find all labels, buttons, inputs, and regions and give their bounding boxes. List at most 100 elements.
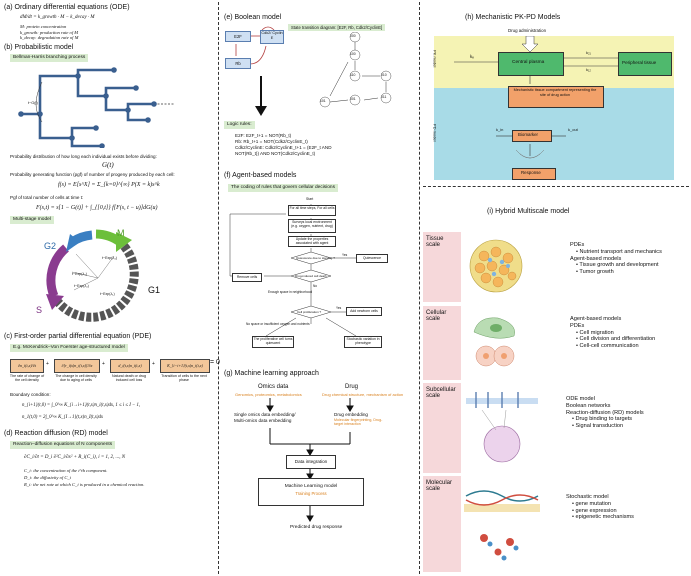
abm-no-1: No [313,284,318,288]
scale-cellular: Cellular scale [423,306,461,380]
abm-space: Enough space in neighborhood [268,290,313,294]
pde-op-2: + [102,361,105,367]
tissue-line-4: • Tissue growth and development [576,262,659,269]
training-label: Training Process [295,491,327,496]
pde-example-label: E.g. McKendrick–Von Foerster age-structu… [10,344,128,352]
rd-def-2: D_i: the diffusivity of C_i [24,475,71,480]
abm-flowchart-connectors [229,204,357,337]
subcellular-line-4: • Drug binding to targets [572,416,633,423]
cellular-models: Agent-based models PDEs • Cell migration… [570,316,655,350]
section-f-title: (f) Agent-based models [224,172,297,179]
state-100: 100 [350,52,356,56]
node-cdk2: Cdk2/ Cyclin E [260,30,284,44]
prob-eq-3: F(s,t) = s[1 − G(t)] + ∫_{[0,t]} f[F(s, … [36,205,158,211]
drug-title: Drug [345,384,359,390]
bellman-harris-label: Bellman-Harris branching process [10,54,89,62]
abm-update: Update the properties associated with ag… [288,236,336,247]
tissue-illustration [469,239,523,293]
pde-label-2: The change in cell density due to aging … [55,374,97,383]
std-label: State transition diagram: [E2F, Rb, Cdk2… [288,24,386,31]
tissue-models: PDEs • Nutrient transport and mechanics … [570,242,662,276]
section-a-title: (a) Ordinary differential equations (ODE… [4,4,130,11]
rd-def-3: R_i: the net rate at which C_i is produc… [24,482,145,487]
response-label: Response [521,170,541,175]
section-d-title: (d) Reaction diffusion (RD) model [4,430,108,437]
rd-def-1: C_i: the concentration of the i^th compo… [24,468,108,473]
state-transition-diagram [319,32,392,108]
subcellular-line-3: Reaction-diffusion (RD) models [566,409,644,416]
multistage-label: Multi-stage model [10,216,54,224]
phase-m: M [117,228,125,238]
boundary-label: Boundary condition: [10,392,51,397]
state-101: 101 [320,99,326,103]
phase-g2: G2 [44,241,57,251]
cellular-line-1: Agent-based models [570,316,622,322]
ml-model-box: Machine Learning model Training Process [258,478,364,506]
state-001: 001 [350,97,356,101]
central-plasma-box [498,52,564,76]
abm-remove: Remove cells [232,273,262,282]
divider-right [419,2,420,574]
k21-label: k₂₁ [586,50,591,55]
prob-text-1: Probability distribution of how long eac… [10,154,157,159]
node-rb: Rb [225,58,251,69]
k12-label: k₁₂ [586,67,591,72]
tree-time-label: t~G(t) [28,101,38,105]
tissue-line-2: • Nutrient transport and mechanics [576,248,662,255]
ke-label: kₑ [470,54,474,59]
rd-label: Reaction–diffusion equations of N compon… [10,441,116,449]
ml-arrows [266,398,354,522]
abm-nospace: No space or insufficient oxygen and nutr… [246,322,310,326]
ode-def-1: M: protein concentration [20,24,67,29]
abm-turns: The proliferative cell turns quiescent [252,336,294,348]
response-box [512,168,556,180]
pde-term-2: ∂[r_i(x)n_i(t,x)]/∂x [54,359,100,373]
pde-op-1: + [46,361,49,367]
branching-tree-diagram [18,67,174,148]
ode-equation: dM/dt = k_growth · M − k_decay · M [20,15,95,20]
drug-embed: Drug embedding [334,412,368,417]
molecular-models: Stochastic model • gene mutation • gene … [566,494,634,521]
prob-eq-1: G(t) [102,161,114,169]
cellular-line-5: • Cell-cell communication [576,343,639,350]
phase-g1: G1 [148,285,161,295]
molecular-line-1: Stochastic model [566,494,609,500]
subcellular-models: ODE model Boolean networks Reaction-diff… [566,396,644,430]
biomarker-label: Biomarker [518,132,539,137]
state-110: 110 [350,73,356,77]
scale-tissue: Tissue scale [423,232,461,302]
boolean-network [235,26,275,65]
boundary-eq-2: n_1(t,0) = 2∫_0^∞ K_{I→1}(t,x)n_I(t,x)dx [22,415,103,420]
rd-equation: ∂C_i/∂t = D_i ∂²C_i/∂x² + R_i(C_i), i = … [24,455,126,460]
node-e2f: E2F [225,31,251,42]
section-g-title: (g) Machine learning approach [224,370,319,377]
prob-text-3: Pgf of total number of cells at time t: [10,195,84,200]
molecular-line-4: • epigenetic mechanisms [572,514,634,521]
pde-label-4: Transition of cells to the next phase [161,374,207,383]
omics-sub: Genomics, proteomics, metabolomics [235,392,302,397]
state-011: 011 [381,95,387,99]
abm-quiescence: Quiescence [356,254,388,263]
pde-op-4: = 0 [210,359,220,366]
abm-death-q: Drug-induced cell death [295,274,327,278]
drug-embed-sub: Molecular fingerprinting, Drug-target in… [334,418,383,426]
subcellular-line-5: • Signal transduction [572,423,624,430]
biomarker-box [512,130,552,142]
abm-loop: For all time steps, For all cells [288,205,336,216]
phase-time-2: t~Exp(λ₂) [74,284,89,288]
abm-quiescence-q: Quiescence due to starving ? [296,256,335,260]
kout-label: k_out [568,127,578,132]
pde-op-3: + [152,361,155,367]
omics-embed-2: Multi-omics data embedding [234,418,292,423]
cellular-line-2: PDEs [570,322,585,329]
abm-stoch: Stochastic variation in phenotype [344,336,382,348]
rule-3: Cdk2/CyclinE: Cdk2/CyclinE_t+1 = (E2F_t … [235,145,332,150]
data-integration-box: Data integration [286,455,336,469]
prob-eq-2: f(s) = E[s^X] = Σ_{k=0}^{∞} P(X = k)s^k [58,182,160,188]
phase-time-4: t~Exp(λ₄) [102,256,117,260]
tissue-compartment-box [508,86,604,108]
abm-survey: Surveys local environment (e.g. oxygen, … [288,219,336,233]
tissue-line-3: Agent-based models [570,255,622,262]
central-plasma-label: Central plasma [512,60,545,65]
pde-label-1: The rate of change of the cell density [9,374,45,383]
